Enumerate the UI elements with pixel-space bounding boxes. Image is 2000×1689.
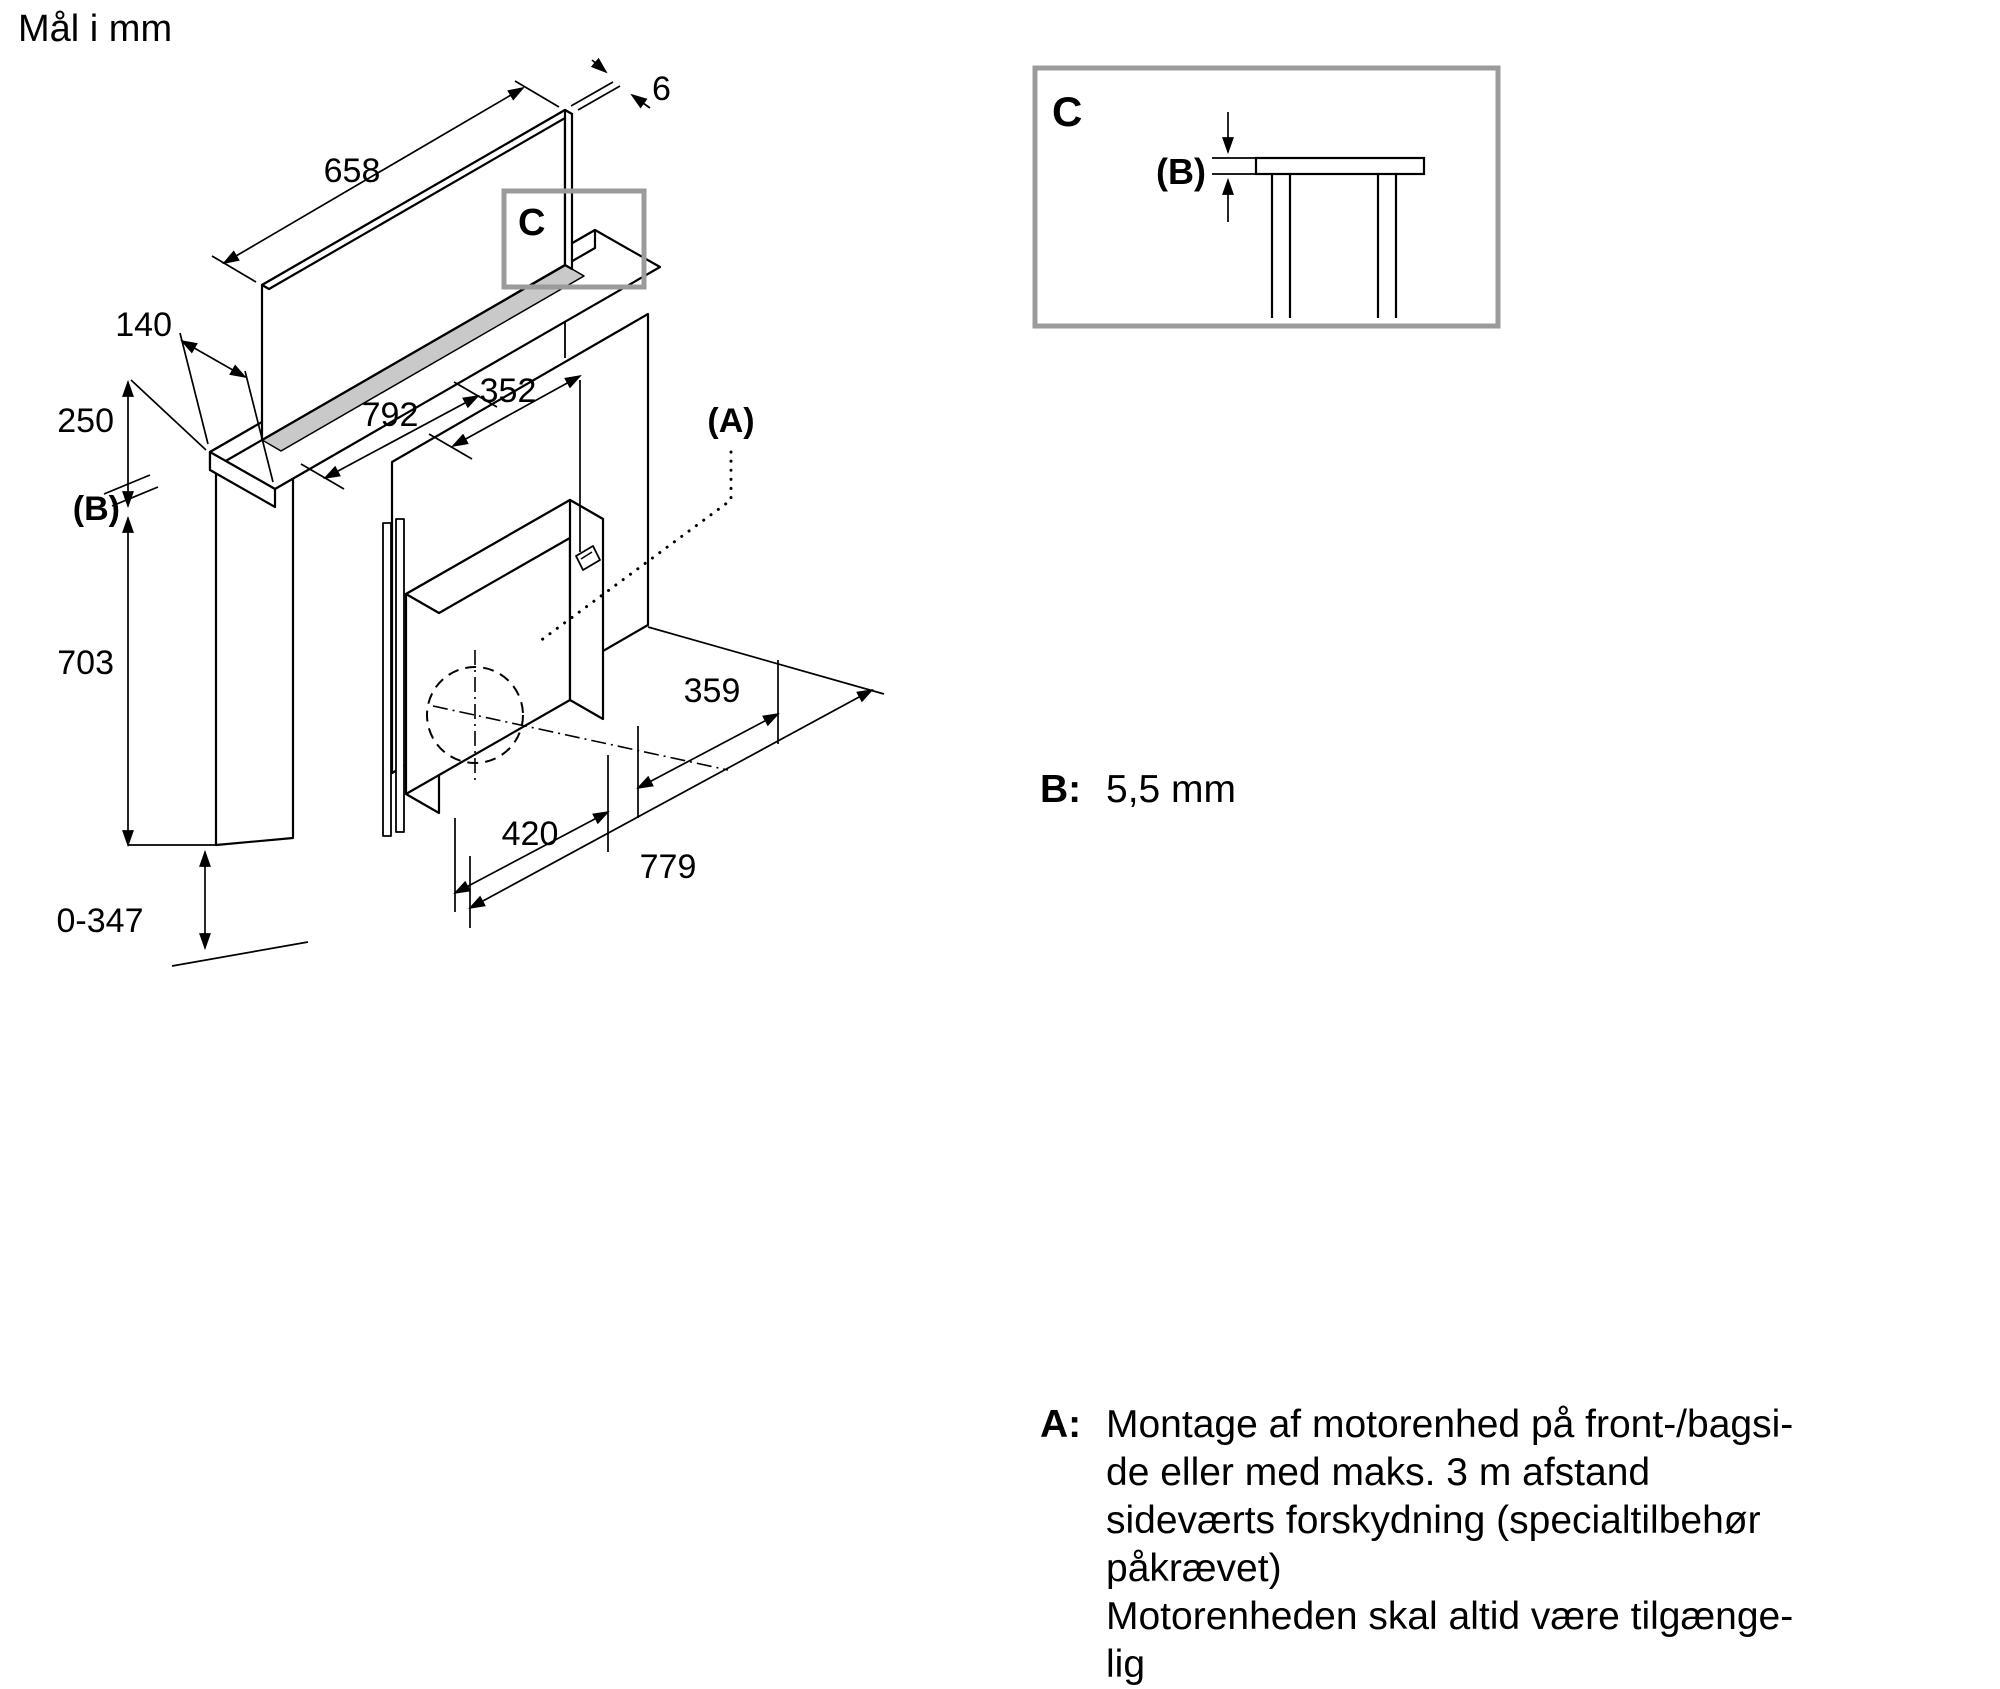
dim-658: 658 [211, 80, 560, 283]
dim-6: 6 [570, 57, 671, 111]
note-a-line: sideværts forskydning (specialtilbehør [1106, 1499, 1761, 1542]
note-b-value: 5,5 mm [1106, 768, 1237, 811]
dim-779: 779 [468, 626, 885, 928]
ref-a: (A) [534, 402, 755, 646]
note-a-label: A: [1040, 1403, 1082, 1446]
dim-352: 352 [428, 372, 582, 552]
detail-gap-b-label: (B) [1156, 151, 1206, 192]
dim-359: 359 [636, 660, 780, 818]
note-a-line: Motorenheden skal altid være tilgænge- [1106, 1595, 1794, 1638]
detail-c-drawing [1254, 156, 1426, 318]
dim-0-347-label: 0-347 [57, 902, 144, 940]
dim-359-label: 359 [684, 672, 741, 710]
dim-0-347: 0-347 [57, 849, 309, 967]
dim-352-label: 352 [480, 372, 537, 410]
dim-420: 420 [453, 755, 610, 912]
note-a: A: Montage af motorenhed på front-/bagsi… [1040, 1401, 1940, 1689]
detail-worktop-bar [1254, 156, 1426, 176]
dim-420-label: 420 [502, 815, 559, 853]
detail-c-box: C (B) [1032, 65, 1501, 329]
page-title: Mål i mm [18, 8, 173, 50]
dim-140-label: 140 [115, 306, 172, 344]
dim-250-label: 250 [57, 402, 114, 440]
note-a-line: Montage af motorenhed på front-/bagsi- [1106, 1403, 1794, 1446]
dim-658-label: 658 [324, 152, 381, 190]
dim-703-label: 703 [57, 644, 114, 682]
guide-rails [382, 518, 405, 837]
downdraft-unit-drawing [208, 108, 729, 847]
dim-792: 792 [300, 381, 498, 490]
installation-diagram: 658 6 140 250 (B) 703 [57, 57, 1501, 967]
connector-stub [575, 545, 601, 571]
gap-b-label: (B) [73, 490, 120, 528]
note-a-line: påkrævet) [1106, 1547, 1282, 1590]
gap-b-reference: (B) [73, 474, 159, 528]
note-a-line: lig [1106, 1643, 1146, 1686]
dim-250: 250 [57, 379, 207, 509]
dim-6-label: 6 [652, 70, 671, 108]
flange-left-face [208, 450, 277, 509]
detail-c-title: C [1052, 88, 1082, 135]
connector-stub-detail [580, 551, 593, 560]
dim-779-label: 779 [640, 848, 697, 886]
note-a-line: de eller med maks. 3 m afstand [1106, 1451, 1651, 1494]
dim-140: 140 [115, 306, 274, 483]
note-b-label: B: [1040, 768, 1082, 811]
note-b: B: 5,5 mm [1040, 768, 1236, 812]
dim-792-label: 792 [362, 396, 419, 434]
detail-gap-b-dim: (B) [1156, 112, 1258, 222]
dim-703: 703 [57, 515, 216, 848]
dimensions: 658 6 140 250 (B) 703 [57, 57, 885, 967]
motor-box-right-face [568, 498, 605, 721]
ref-a-label: (A) [707, 402, 754, 440]
callout-c-frame: C [501, 188, 647, 290]
callout-c-label: C [518, 202, 545, 244]
